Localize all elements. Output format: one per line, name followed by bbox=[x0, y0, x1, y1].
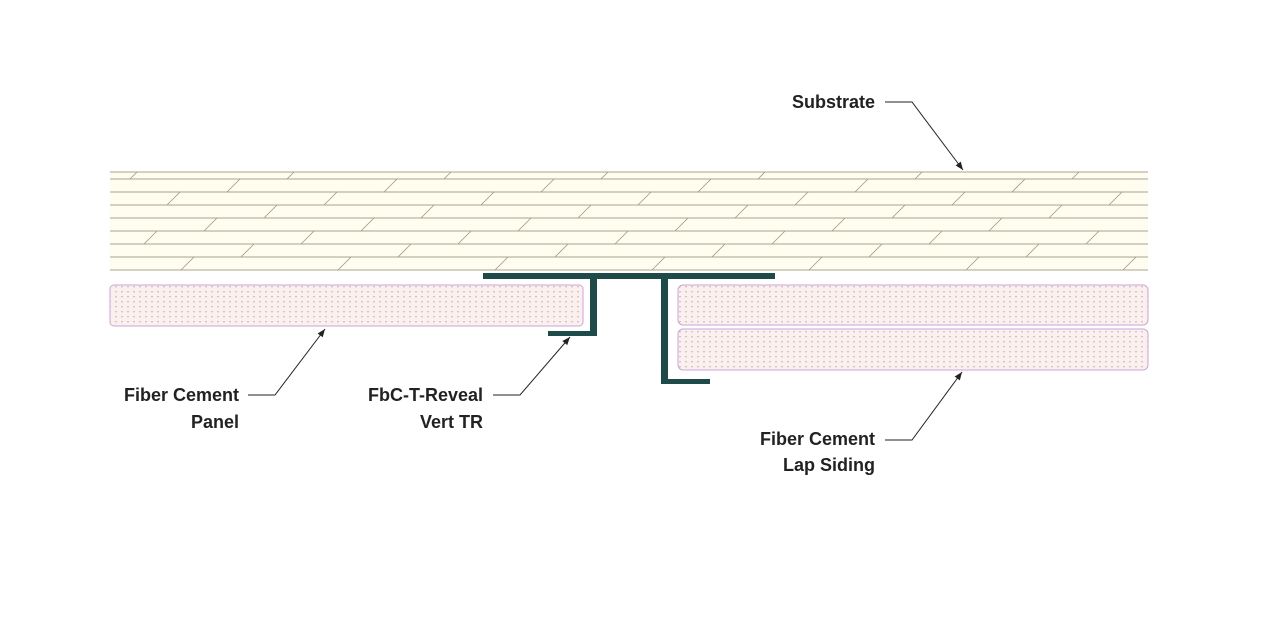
substrate-joint-line bbox=[263, 204, 278, 219]
substrate-joint-line bbox=[614, 230, 629, 245]
substrate-joint-line bbox=[808, 256, 823, 271]
substrate-joint-line bbox=[397, 243, 412, 258]
lap-label-line2: Lap Siding bbox=[783, 455, 875, 475]
substrate-joint-line bbox=[951, 191, 966, 206]
substrate-joint-line bbox=[443, 171, 452, 180]
substrate-joint-line bbox=[323, 191, 338, 206]
substrate-joint-line bbox=[286, 171, 295, 180]
substrate-joint-line bbox=[166, 191, 181, 206]
substrate-joint-line bbox=[337, 256, 352, 271]
substrate-joint-line bbox=[226, 178, 241, 193]
panel-label-line1: Fiber Cement bbox=[124, 385, 239, 405]
substrate-joint-line bbox=[480, 191, 495, 206]
panel-label-line2: Panel bbox=[191, 412, 239, 432]
substrate-joint-line bbox=[1122, 256, 1137, 271]
lap-label-line1: Fiber Cement bbox=[760, 429, 875, 449]
reveal-label-line1: FbC-T-Reveal bbox=[368, 385, 483, 405]
substrate-joint-line bbox=[794, 191, 809, 206]
substrate-joint-line bbox=[1011, 178, 1026, 193]
substrate-joint-line bbox=[129, 171, 138, 180]
substrate-joint-line bbox=[143, 230, 158, 245]
substrate bbox=[110, 171, 1148, 271]
substrate-joint-line bbox=[734, 204, 749, 219]
substrate-joint-line bbox=[1108, 191, 1123, 206]
substrate-joint-line bbox=[1071, 171, 1080, 180]
substrate-joint-line bbox=[1025, 243, 1040, 258]
leader-lines bbox=[248, 101, 964, 441]
substrate-joint-line bbox=[203, 217, 218, 232]
substrate-joint-line bbox=[1048, 204, 1063, 219]
substrate-joint-line bbox=[494, 256, 509, 271]
substrate-joint-line bbox=[600, 171, 609, 180]
substrate-joint-line bbox=[554, 243, 569, 258]
substrate-joint-line bbox=[854, 178, 869, 193]
substrate-joint-line bbox=[420, 204, 435, 219]
substrate-joint-line bbox=[697, 178, 712, 193]
t-reveal-trim bbox=[483, 273, 775, 384]
substrate-joint-line bbox=[771, 230, 786, 245]
substrate-joint-line bbox=[988, 217, 1003, 232]
substrate-joint-line bbox=[928, 230, 943, 245]
substrate-joint-line bbox=[383, 178, 398, 193]
substrate-joint-line bbox=[577, 204, 592, 219]
substrate-joint-line bbox=[965, 256, 980, 271]
reveal-label-line2: Vert TR bbox=[420, 412, 483, 432]
substrate-joint-line bbox=[517, 217, 532, 232]
substrate-joint-line bbox=[1085, 230, 1100, 245]
substrate-joint-line bbox=[914, 171, 923, 180]
substrate-joint-line bbox=[831, 217, 846, 232]
substrate-joint-line bbox=[540, 178, 555, 193]
substrate-joint-line bbox=[300, 230, 315, 245]
substrate-joint-line bbox=[180, 256, 195, 271]
substrate-joint-line bbox=[240, 243, 255, 258]
substrate-joint-line bbox=[360, 217, 375, 232]
substrate-joint-line bbox=[674, 217, 689, 232]
substrate-joint-line bbox=[891, 204, 906, 219]
fiber-cement-panel bbox=[109, 284, 584, 327]
substrate-joint-line bbox=[868, 243, 883, 258]
substrate-joint-line bbox=[711, 243, 726, 258]
substrate-joint-line bbox=[757, 171, 766, 180]
substrate-label: Substrate bbox=[792, 92, 875, 112]
substrate-joint-line bbox=[651, 256, 666, 271]
substrate-joint-line bbox=[637, 191, 652, 206]
substrate-joint-line bbox=[457, 230, 472, 245]
fiber-cement-lap-siding bbox=[677, 284, 1149, 371]
